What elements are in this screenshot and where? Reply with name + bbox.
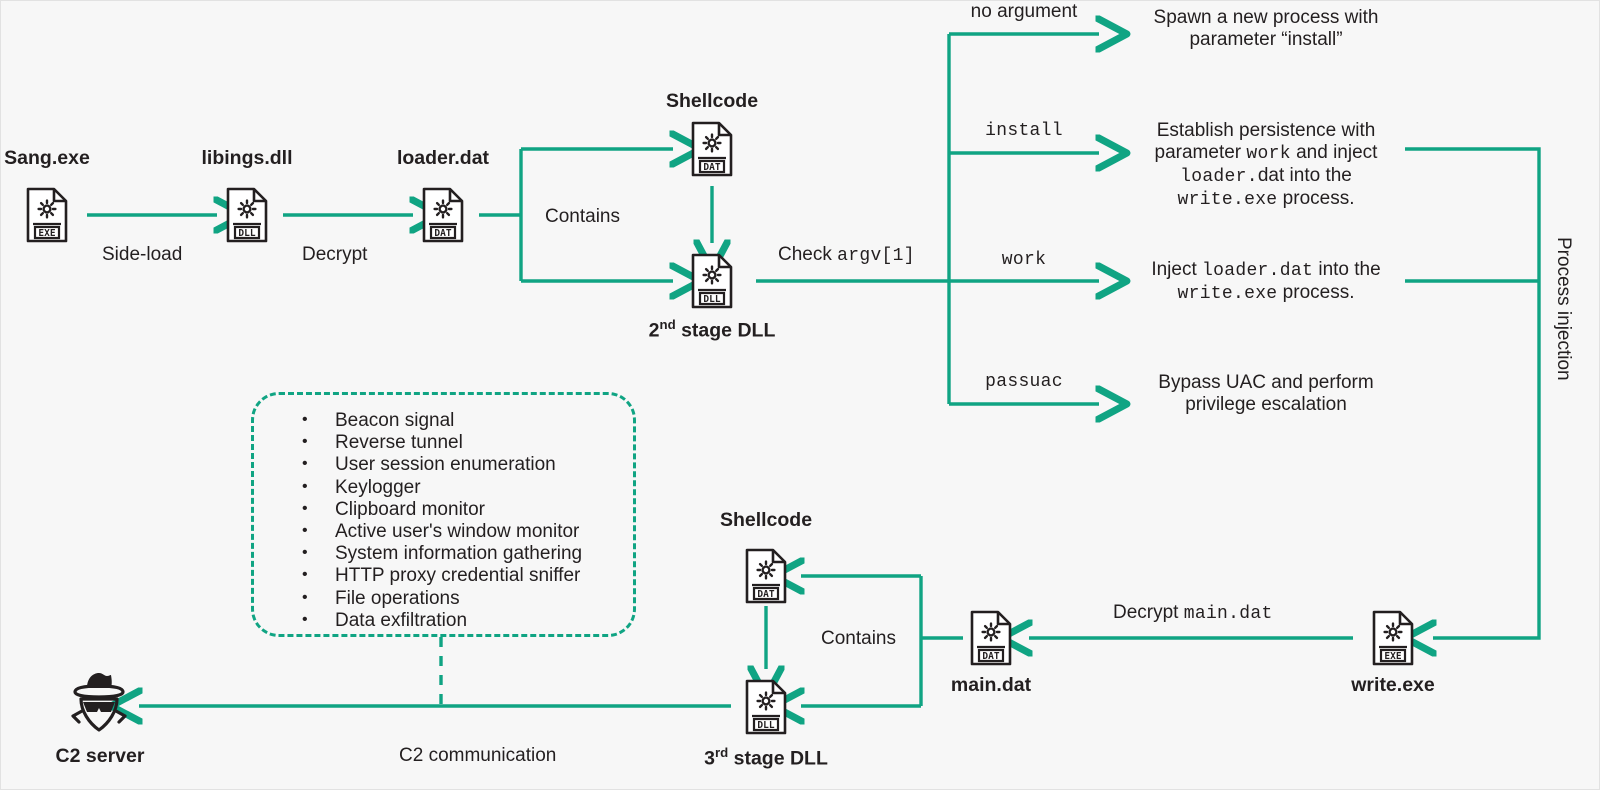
outcome-text-run: parameter bbox=[1154, 142, 1247, 163]
capability-item: Active user's window monitor bbox=[299, 520, 629, 543]
outcome-text-run: privilege escalation bbox=[1185, 394, 1347, 415]
outcome-text-run: process. bbox=[1277, 282, 1355, 303]
outcome-line: parameter “install” bbox=[1126, 29, 1406, 51]
outcome-text-run: and inject bbox=[1290, 142, 1378, 163]
stage2-ordinal-prefix: 2 bbox=[648, 319, 660, 342]
file-exe-icon: EXE bbox=[25, 187, 69, 248]
outcome-line: Inject loader.dat into the bbox=[1126, 259, 1406, 282]
outcome-line: Spawn a new process with bbox=[1126, 7, 1406, 29]
edge-process-injection-install bbox=[1405, 147, 1541, 638]
outcome-code-run: loader. bbox=[1180, 167, 1258, 187]
stage2-ordinal-suffix: nd bbox=[659, 317, 676, 332]
node-label-stage2: 2nd stage DLL bbox=[632, 317, 792, 343]
edge-label-process-injection: Process injection bbox=[1553, 237, 1574, 381]
branch-arg-no-argument: no argument bbox=[970, 1, 1078, 22]
outcome-line: loader.dat into the bbox=[1126, 165, 1406, 188]
file-dll-icon: DLL bbox=[225, 187, 269, 248]
svg-text:DAT: DAT bbox=[757, 589, 774, 600]
outcome-code-run: write.exe bbox=[1177, 284, 1278, 304]
outcome-line: Establish persistence with bbox=[1126, 120, 1406, 142]
edge-label-check-argv: Check argv[1] bbox=[778, 244, 915, 267]
file-dll-icon: DLL bbox=[744, 679, 788, 740]
edge-label-decrypt: Decrypt bbox=[302, 244, 368, 265]
capability-item: Beacon signal bbox=[299, 409, 629, 432]
hacker-icon bbox=[63, 666, 135, 743]
file-dat-icon: DAT bbox=[421, 187, 465, 248]
stage3-ordinal-suffix: rd bbox=[714, 745, 729, 760]
decrypt-main-prefix: Decrypt bbox=[1113, 602, 1184, 623]
file-dll-icon: DLL bbox=[690, 253, 734, 314]
branch-arg-passuac: passuac bbox=[985, 372, 1063, 392]
decrypt-main-value: main.dat bbox=[1183, 604, 1273, 624]
capability-item: File operations bbox=[299, 587, 629, 610]
edge-label-c2-communication: C2 communication bbox=[399, 745, 557, 766]
outcome-line: Bypass UAC and perform bbox=[1126, 372, 1406, 394]
capabilities-box bbox=[251, 392, 636, 637]
svg-text:DLL: DLL bbox=[757, 720, 774, 731]
edge-label-contains-bottom: Contains bbox=[821, 628, 896, 649]
outcome-line: write.exe process. bbox=[1126, 188, 1406, 211]
node-label-shellcode-top: Shellcode bbox=[665, 90, 759, 112]
capability-item: HTTP proxy credential sniffer bbox=[299, 564, 629, 587]
outcome-text-run: parameter “install” bbox=[1189, 29, 1343, 50]
edge-label-sideload: Side-load bbox=[102, 244, 183, 265]
outcome-code-run: work bbox=[1246, 144, 1291, 164]
capability-item: Clipboard monitor bbox=[299, 498, 629, 521]
node-label-sang: Sang.exe bbox=[4, 147, 90, 169]
node-label-c2: C2 server bbox=[55, 745, 145, 767]
capability-item: Keylogger bbox=[299, 476, 629, 499]
stage3-ordinal-prefix: 3 bbox=[704, 747, 715, 770]
svg-text:DAT: DAT bbox=[703, 162, 720, 173]
node-label-libings: libings.dll bbox=[201, 147, 293, 169]
svg-text:EXE: EXE bbox=[1384, 651, 1401, 662]
outcome-code-run: write.exe bbox=[1177, 190, 1278, 210]
capability-item: Data exfiltration bbox=[299, 609, 629, 632]
svg-text:EXE: EXE bbox=[38, 228, 55, 239]
outcome-line: parameter work and inject bbox=[1126, 142, 1406, 165]
node-label-maindat: main.dat bbox=[950, 674, 1032, 696]
capability-item: User session enumeration bbox=[299, 453, 629, 476]
outcome-line: privilege escalation bbox=[1126, 394, 1406, 416]
file-dat-icon: DAT bbox=[744, 548, 788, 609]
branch-arg-install: install bbox=[985, 121, 1063, 141]
capability-item: System information gathering bbox=[299, 542, 629, 565]
outcome-text-run: Bypass UAC and perform bbox=[1158, 372, 1374, 393]
outcome-text-run: into the bbox=[1313, 259, 1381, 280]
branch-arg-work: work bbox=[1001, 250, 1047, 270]
check-argv-prefix: Check bbox=[778, 244, 838, 265]
outcome-text-run: Spawn a new process with bbox=[1153, 7, 1379, 28]
outcome-text-run: process. bbox=[1277, 188, 1355, 209]
stage3-rest: stage DLL bbox=[728, 747, 828, 770]
capabilities-list: Beacon signalReverse tunnelUser session … bbox=[299, 409, 629, 632]
capability-item: Reverse tunnel bbox=[299, 431, 629, 454]
edge-label-decrypt-maindat: Decrypt main.dat bbox=[1113, 602, 1273, 625]
node-label-loader: loader.dat bbox=[396, 147, 490, 169]
file-exe-icon: EXE bbox=[1371, 610, 1415, 671]
outcome-text-run: Inject bbox=[1151, 259, 1203, 280]
outcome-code-run: loader.dat bbox=[1202, 261, 1314, 281]
node-label-writeexe: write.exe bbox=[1351, 674, 1435, 696]
svg-text:DLL: DLL bbox=[703, 294, 720, 305]
outcome-text-run: dat into the bbox=[1257, 165, 1352, 186]
file-dat-icon: DAT bbox=[690, 121, 734, 182]
file-dat-icon: DAT bbox=[969, 610, 1013, 671]
node-label-stage3: 3rd stage DLL bbox=[686, 745, 846, 771]
check-argv-value: argv[1] bbox=[837, 246, 915, 266]
edge-label-contains-top: Contains bbox=[545, 206, 620, 227]
svg-text:DAT: DAT bbox=[982, 651, 999, 662]
node-label-shellcode-bottom: Shellcode bbox=[719, 509, 813, 531]
outcome-line: write.exe process. bbox=[1126, 282, 1406, 305]
outcome-text-run: Establish persistence with bbox=[1156, 120, 1376, 141]
svg-text:DLL: DLL bbox=[238, 228, 255, 239]
stage2-rest: stage DLL bbox=[675, 319, 776, 342]
svg-text:DAT: DAT bbox=[434, 228, 451, 239]
